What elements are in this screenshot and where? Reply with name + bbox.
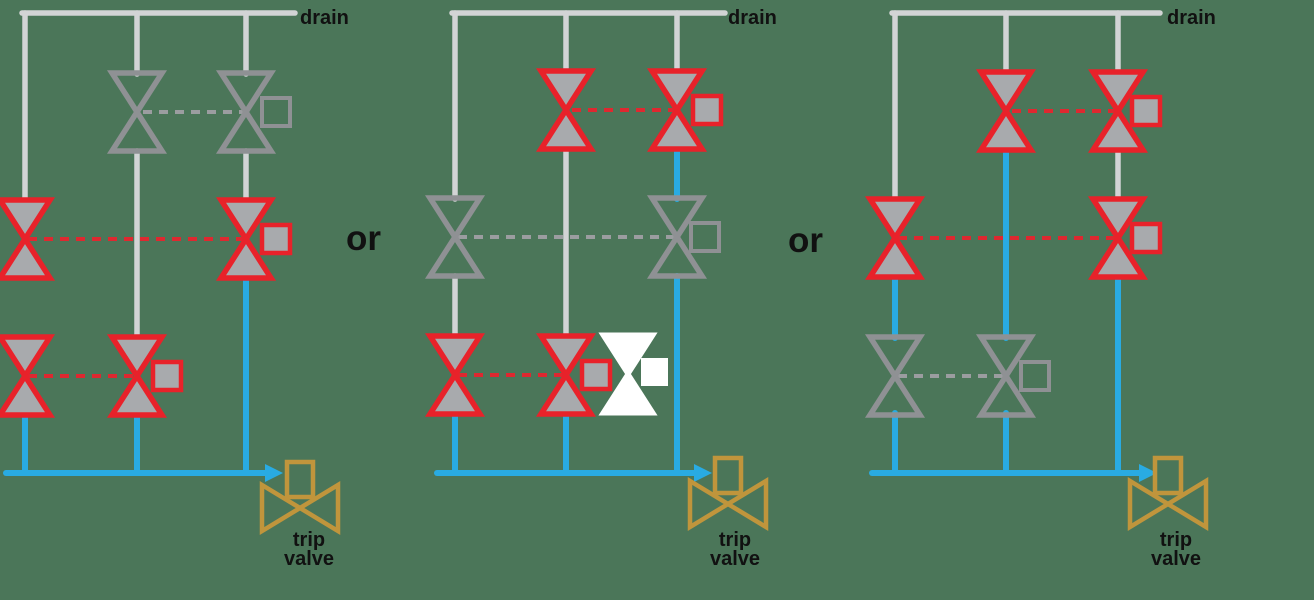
panel-option-1: drain trip valve bbox=[0, 7, 349, 570]
valve-actuator-square bbox=[689, 221, 721, 253]
valve-open-gray bbox=[652, 198, 702, 276]
flow-arrow bbox=[1139, 464, 1157, 482]
valve-actuator-square bbox=[690, 93, 724, 127]
valve-closed-red bbox=[541, 71, 591, 149]
or-separator: or bbox=[346, 219, 381, 258]
valve-open-gray bbox=[112, 73, 162, 151]
flow-arrow bbox=[694, 464, 712, 482]
valve-closed-red bbox=[981, 72, 1031, 150]
drain-label: drain bbox=[728, 7, 777, 29]
trip-valve-label-line2: valve bbox=[1151, 548, 1201, 570]
valve-closed-red bbox=[870, 199, 920, 277]
valve-open-gray bbox=[981, 337, 1031, 415]
trip-valve-label-line1: trip bbox=[719, 529, 751, 551]
flow-arrow bbox=[265, 464, 283, 482]
valve-actuator-square bbox=[150, 359, 184, 393]
valve-actuator-square bbox=[579, 358, 613, 392]
valve-actuator-square bbox=[260, 96, 292, 128]
valve-open-gray bbox=[430, 198, 480, 276]
valve-actuator-square bbox=[1129, 94, 1163, 128]
valve-actuator-square-white bbox=[641, 358, 668, 386]
drain-label: drain bbox=[300, 7, 349, 29]
drain-label: drain bbox=[1167, 7, 1216, 29]
valve-closed-red bbox=[0, 200, 50, 278]
valve-closed-red bbox=[430, 336, 480, 414]
valve-open-gray bbox=[870, 337, 920, 415]
valve-actuator-square bbox=[1129, 221, 1163, 255]
valve-closed-red bbox=[0, 337, 50, 415]
panel-option-2: drain trip valve bbox=[430, 7, 777, 570]
trip-valve-label-line2: valve bbox=[710, 548, 760, 570]
valve-actuator-square bbox=[1019, 360, 1051, 392]
valve-actuator-square bbox=[259, 222, 293, 256]
trip-valve-label-line1: trip bbox=[293, 529, 325, 551]
trip-valve-label-line1: trip bbox=[1160, 529, 1192, 551]
trip-valve-label-line2: valve bbox=[284, 548, 334, 570]
panel-option-3: drain trip valve bbox=[870, 7, 1216, 570]
or-separator: or bbox=[788, 221, 823, 260]
